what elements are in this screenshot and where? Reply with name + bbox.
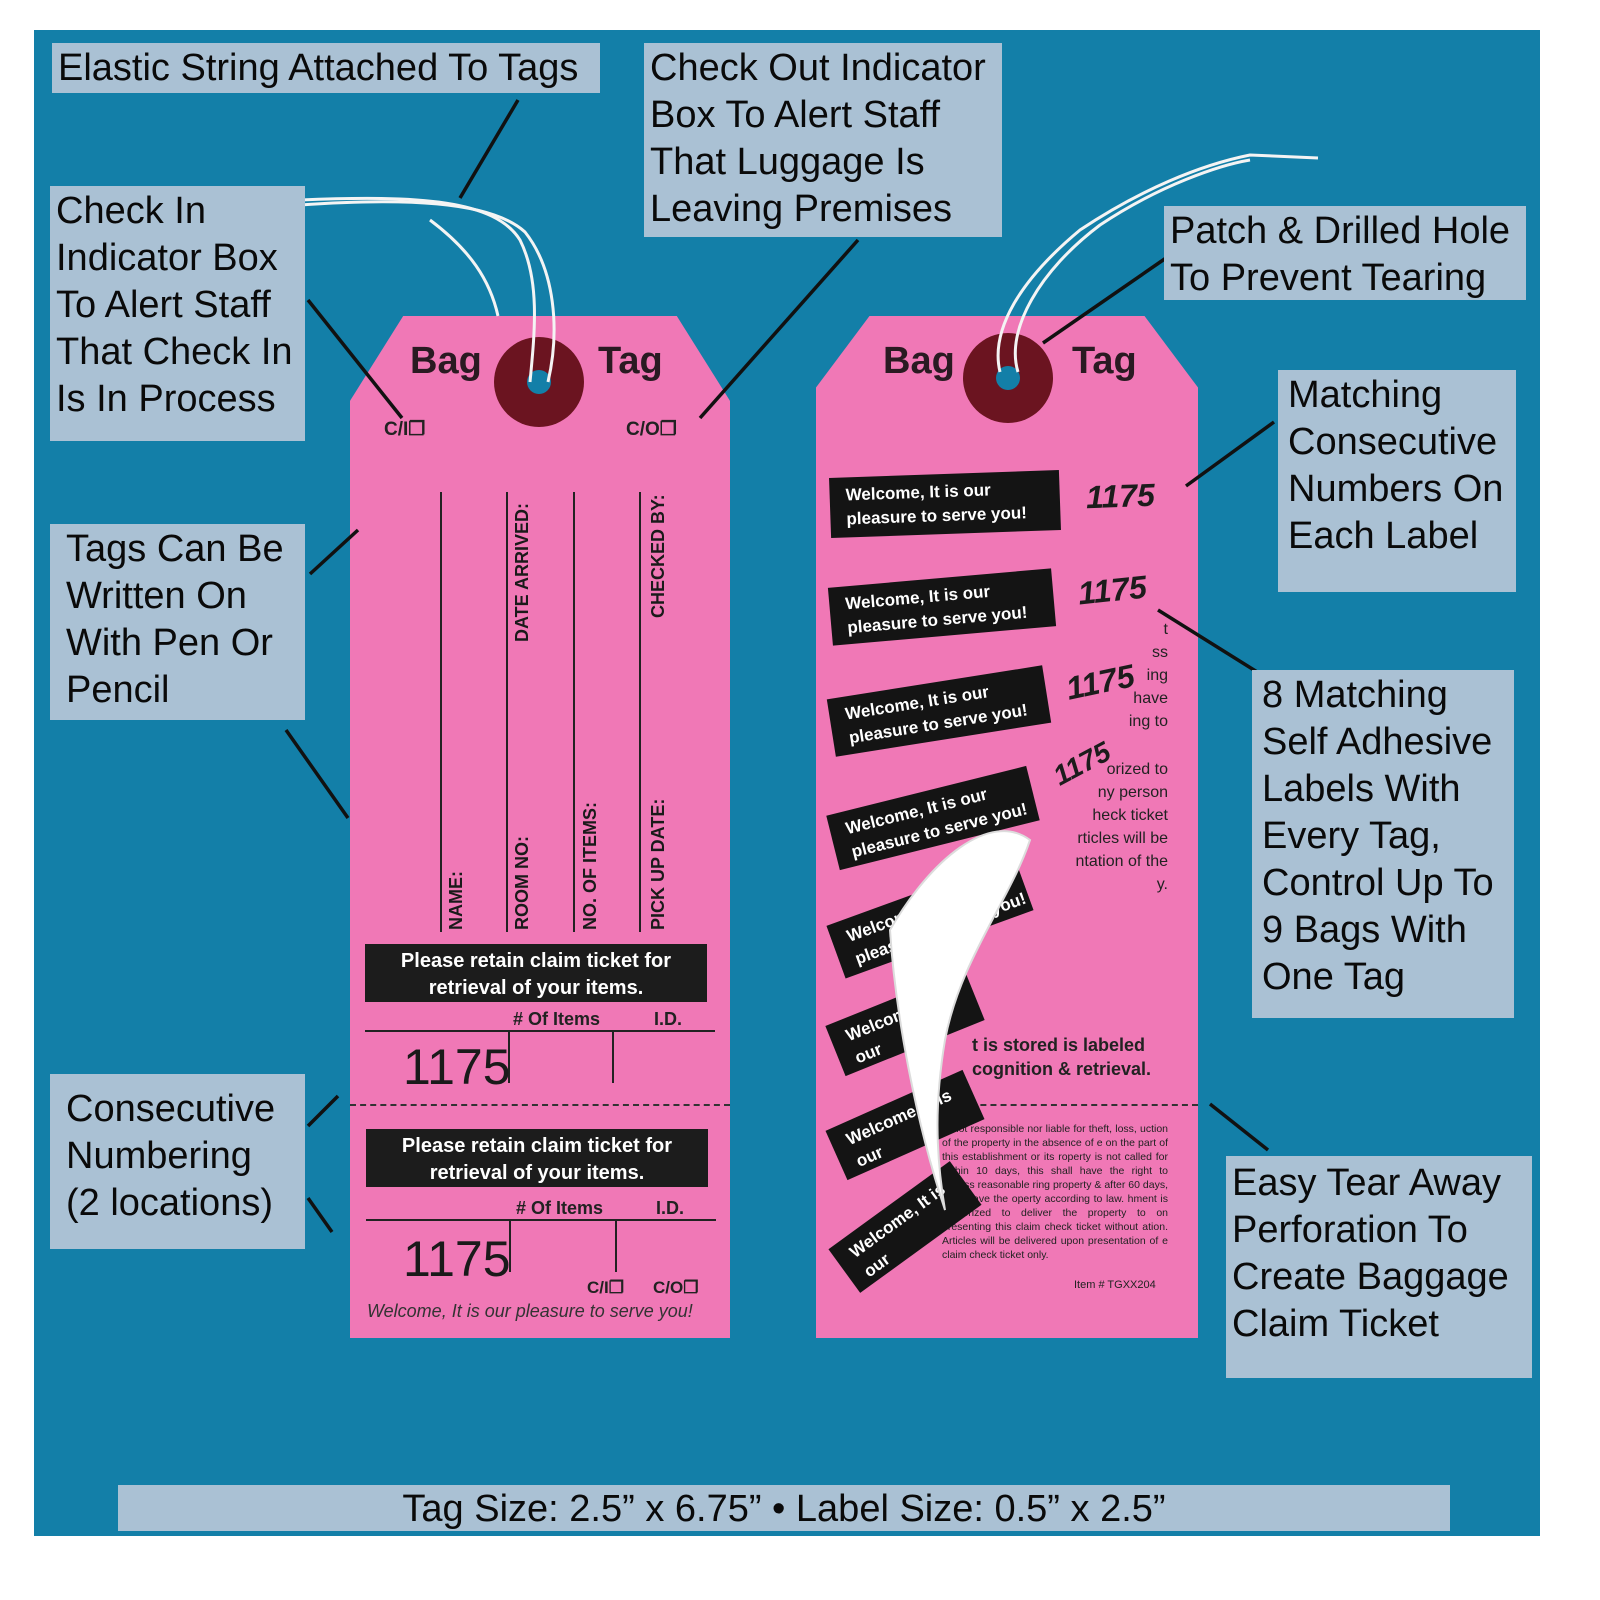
check-in-box-stub: C/I❐: [587, 1278, 624, 1297]
id-header: I.D.: [654, 1009, 683, 1029]
adhesive-label: Welcome, It is our pleasure to serve you…: [829, 470, 1061, 538]
size-footer: Tag Size: 2.5” x 6.75” • Label Size: 0.5…: [118, 1485, 1450, 1531]
check-out-box-stub: C/O❐: [653, 1278, 699, 1297]
callout-patch-hole: Patch & Drilled Hole To Prevent Tearing: [1164, 206, 1526, 300]
table-divider: [508, 1031, 510, 1083]
tag-number-stub: 1175: [403, 1231, 511, 1287]
tear-perforation: [350, 1104, 730, 1106]
callout-check-in: Check In Indicator Box To Alert Staff Th…: [50, 186, 305, 441]
field-name: NAME:: [446, 871, 466, 930]
tag-title-bag: Bag: [883, 340, 955, 382]
field-no-of-items: NO. OF ITEMS:: [580, 802, 600, 930]
field-pick-up-date: PICK UP DATE:: [648, 798, 668, 930]
tear-perforation-back: [930, 1104, 1198, 1106]
tag-title-tag: Tag: [598, 340, 663, 382]
check-out-box: C/O❐: [626, 419, 677, 440]
callout-write-on: Tags Can Be Written On With Pen Or Penci…: [50, 524, 305, 720]
terms-fine-print: is not responsible nor liable for theft,…: [942, 1123, 1168, 1261]
field-line: [573, 492, 575, 932]
callout-consecutive: Consecutive Numbering (2 locations): [50, 1074, 305, 1249]
stored-labeled-text: t is stored is labeled cognition & retri…: [972, 1035, 1152, 1079]
field-date-arrived: DATE ARRIVED:: [512, 503, 532, 642]
check-in-box: C/I❐: [384, 419, 426, 440]
welcome-message: Welcome, It is our pleasure to serve you…: [367, 1301, 693, 1321]
id-header-stub: I.D.: [656, 1198, 685, 1218]
table-line: [366, 1219, 716, 1221]
callout-check-out: Check Out Indicator Box To Alert Staff T…: [644, 43, 1002, 237]
table-divider: [509, 1220, 511, 1272]
field-line: [506, 492, 508, 932]
label-number: 1175: [1085, 476, 1156, 516]
callout-elastic-string: Elastic String Attached To Tags: [52, 43, 600, 93]
callout-tear-away: Easy Tear Away Perforation To Create Bag…: [1226, 1156, 1532, 1378]
field-checked-by: CHECKED BY:: [648, 494, 668, 618]
tag-title-tag: Tag: [1072, 340, 1137, 382]
field-line: [639, 492, 641, 932]
table-line: [365, 1030, 715, 1032]
claim-ticket-banner: Please retain claim ticket for retrieval…: [365, 944, 707, 1002]
table-divider: [612, 1031, 614, 1083]
field-room-no: ROOM NO:: [512, 836, 532, 930]
tag-number-upper: 1175: [403, 1039, 511, 1095]
field-line: [440, 492, 442, 932]
table-divider: [615, 1220, 617, 1272]
items-header-stub: # Of Items: [516, 1198, 604, 1218]
items-header: # Of Items: [513, 1009, 601, 1029]
label-number: 1175: [1076, 568, 1149, 612]
item-number: Item # TGXX204: [1074, 1279, 1156, 1291]
claim-ticket-banner-stub: Please retain claim ticket for retrieval…: [366, 1129, 708, 1187]
tag-title-bag: Bag: [410, 340, 482, 382]
callout-matching-numbers: Matching Consecutive Numbers On Each Lab…: [1278, 370, 1516, 592]
callout-adhesive-labels: 8 Matching Self Adhesive Labels With Eve…: [1252, 670, 1514, 1018]
